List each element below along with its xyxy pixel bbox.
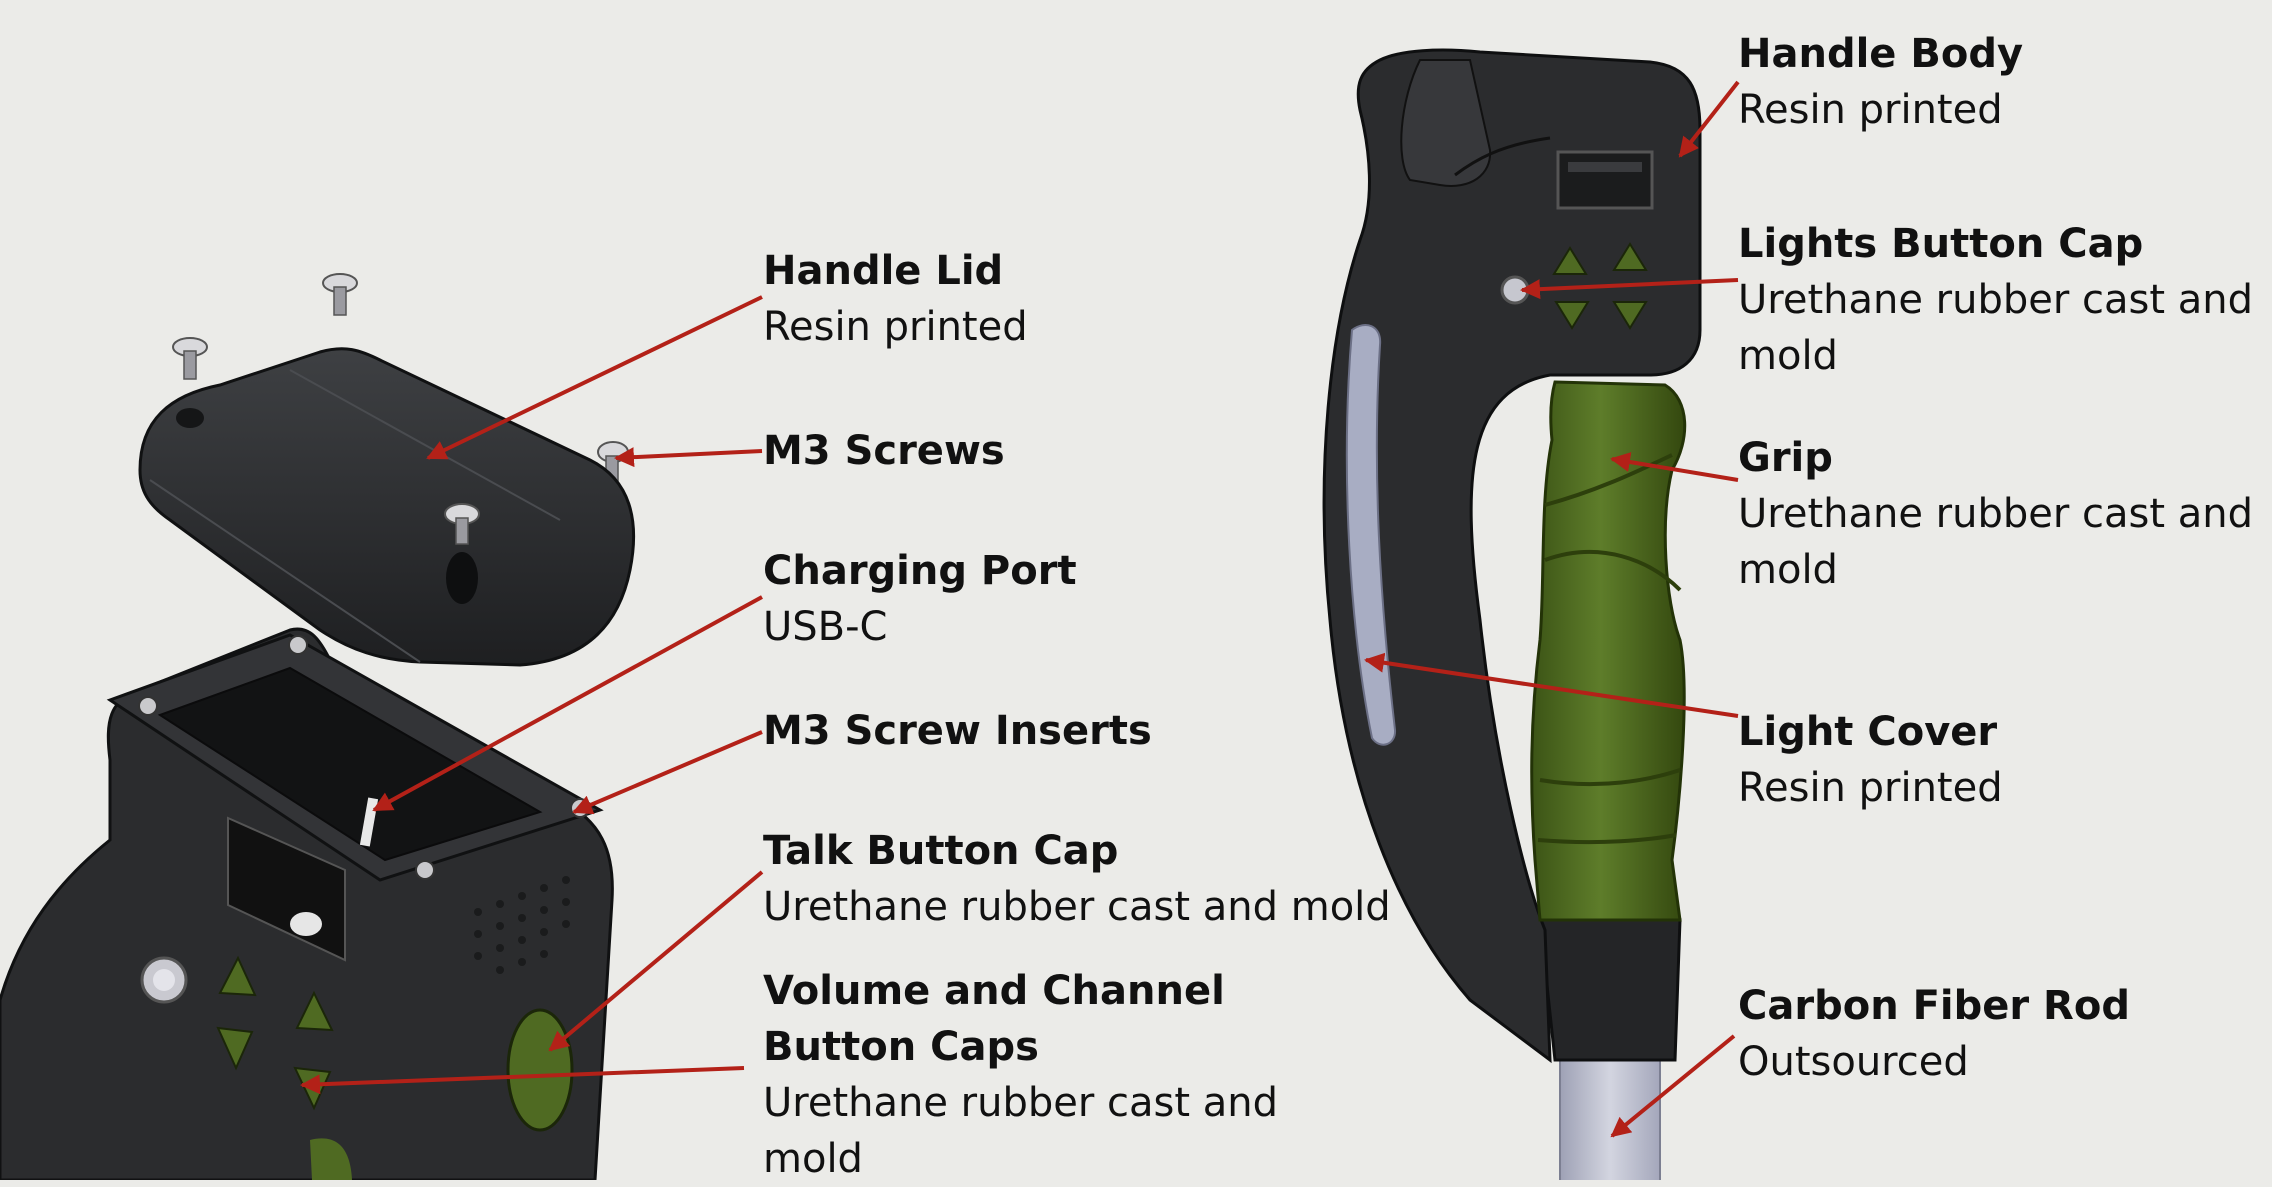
callout-volume-channel-caps: Volume and Channel Button Caps Urethane … xyxy=(763,963,1363,1187)
callout-title: Talk Button Cap xyxy=(763,828,1119,874)
handle-body-lower-part xyxy=(0,627,614,1180)
callout-talk-button-cap: Talk Button Cap Urethane rubber cast and… xyxy=(763,823,1391,935)
rod-ferrule-part xyxy=(1538,918,1682,1062)
callout-desc: Urethane rubber cast and mold xyxy=(1738,491,2254,593)
m3-screw-part xyxy=(444,503,480,545)
volume-channel-caps-leader xyxy=(300,1066,745,1095)
callout-title: Lights Button Cap xyxy=(1738,221,2144,267)
left-exploded-assembly xyxy=(0,273,764,1180)
callout-desc: Urethane rubber cast and mold xyxy=(763,1080,1279,1182)
light-cover-leader xyxy=(1364,652,1739,718)
callout-light-cover: Light Cover Resin printed xyxy=(1738,704,2003,816)
callout-desc: Urethane rubber cast and mold xyxy=(1738,277,2254,379)
callout-handle-lid: Handle Lid Resin printed xyxy=(763,243,1028,355)
callout-title: M3 Screws xyxy=(763,428,1005,474)
callout-desc: Outsourced xyxy=(1738,1039,1969,1085)
callout-handle-body: Handle Body Resin printed xyxy=(1738,26,2023,138)
right-assembled-handle xyxy=(1322,48,1740,1180)
callout-charging-port: Charging Port USB-C xyxy=(763,543,1077,655)
callout-title: M3 Screw Inserts xyxy=(763,708,1152,754)
m3-screw-part xyxy=(172,337,208,380)
handle-lid-part xyxy=(138,347,636,667)
callout-desc: Urethane rubber cast and mold xyxy=(763,884,1391,930)
m3-screws-leader xyxy=(614,447,763,468)
callout-grip: Grip Urethane rubber cast and mold xyxy=(1738,430,2258,598)
m3-screw-inserts-leader xyxy=(572,730,763,815)
callout-lights-button-cap: Lights Button Cap Urethane rubber cast a… xyxy=(1738,216,2258,384)
handle-body-leader xyxy=(1678,80,1740,158)
carbon-fiber-rod-part xyxy=(1559,1059,1661,1180)
lights-button-cap-leader xyxy=(1520,278,1739,300)
callout-carbon-fiber-rod: Carbon Fiber Rod Outsourced xyxy=(1738,978,2130,1090)
callout-desc: Resin printed xyxy=(1738,765,2003,811)
light-cover-part xyxy=(1345,324,1397,746)
callout-m3-screws: M3 Screws xyxy=(763,423,1005,479)
callout-desc: USB-C xyxy=(763,604,888,650)
callout-desc: Resin printed xyxy=(1738,87,2003,133)
callout-m3-screw-inserts: M3 Screw Inserts xyxy=(763,703,1152,759)
carbon-fiber-rod-leader xyxy=(1610,1034,1736,1138)
callout-title: Handle Lid xyxy=(763,248,1004,294)
talk-button-cap-leader xyxy=(548,870,764,1052)
callout-title: Light Cover xyxy=(1738,709,1998,755)
callout-title: Carbon Fiber Rod xyxy=(1738,983,2130,1029)
handle-lid-leader xyxy=(426,295,763,460)
callout-title: Volume and Channel Button Caps xyxy=(763,968,1225,1070)
grip-part xyxy=(1530,380,1687,922)
callout-title: Handle Body xyxy=(1738,31,2024,77)
handle-body-part xyxy=(1322,48,1702,1064)
grip-leader xyxy=(1610,452,1739,482)
callout-title: Charging Port xyxy=(763,548,1077,594)
charging-port-leader xyxy=(372,595,763,812)
callout-title: Grip xyxy=(1738,435,1833,481)
m3-screw-part xyxy=(322,273,358,316)
callout-desc: Resin printed xyxy=(763,304,1028,350)
